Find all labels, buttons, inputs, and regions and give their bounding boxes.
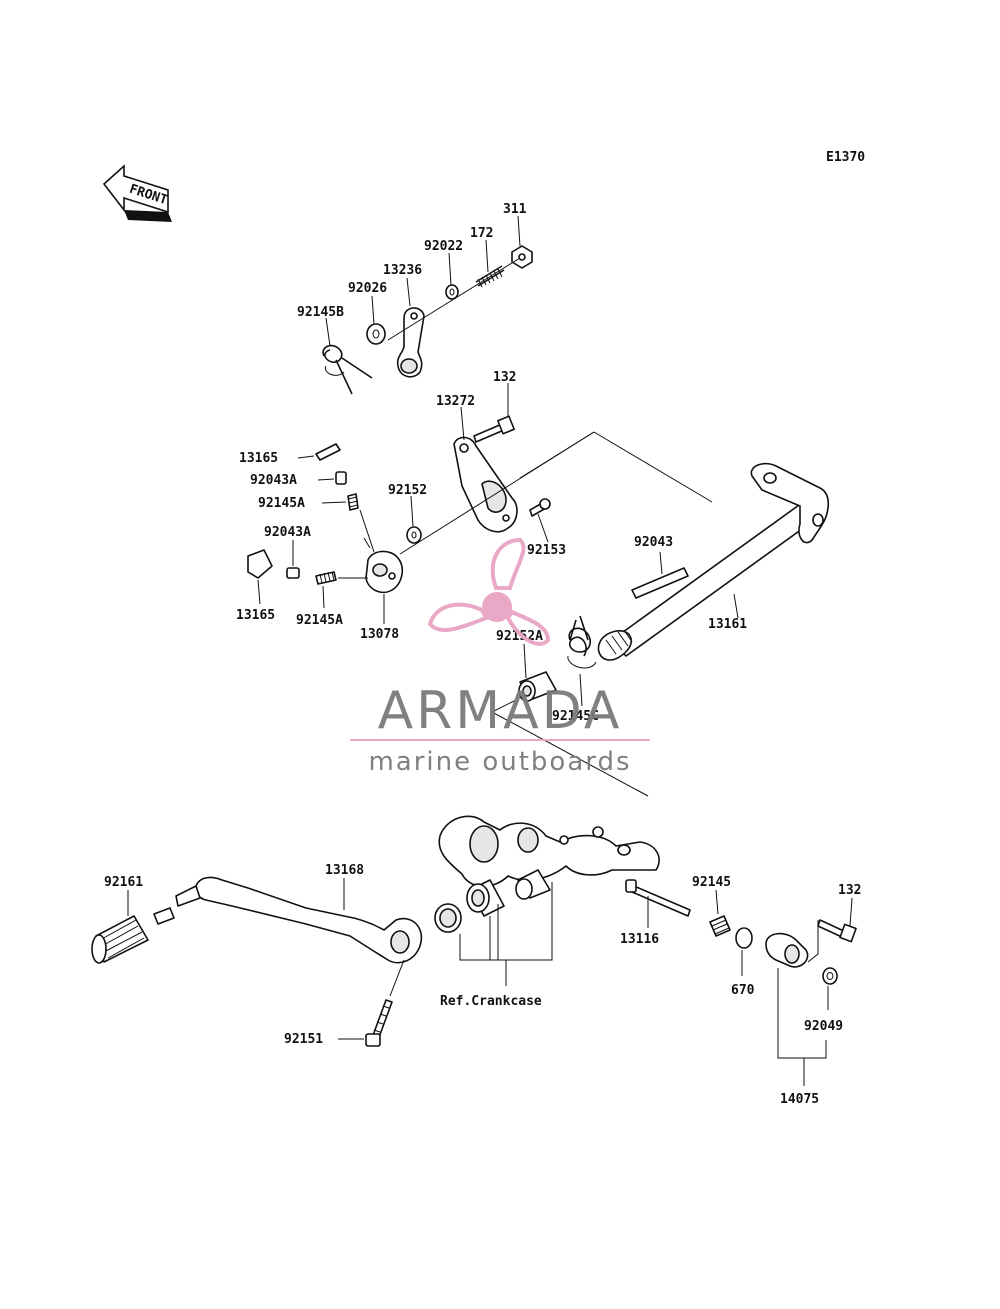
- part-92151-bolt: [338, 959, 405, 1047]
- part-92026-collar: [366, 295, 386, 345]
- part-92145A-bot-spring: [315, 571, 337, 609]
- label-92145C: 92145C: [552, 709, 599, 724]
- label-14075: 14075: [780, 1092, 819, 1107]
- part-13165-bot-pawl: [247, 549, 273, 605]
- axis-line-lower-2: [491, 699, 517, 713]
- part-bearing: [466, 879, 505, 917]
- part-92049-washer: [822, 967, 838, 1010]
- part-13078-ratchet: [338, 509, 404, 624]
- part-92152A-bushing: [518, 643, 557, 702]
- label-13078: 13078: [360, 627, 399, 642]
- axis-line-lower: [491, 711, 649, 797]
- watermark-brand: ARMADA: [378, 681, 623, 741]
- part-13236-arm: [396, 277, 425, 378]
- part-seal: [434, 903, 462, 933]
- label-172: 172: [470, 226, 493, 241]
- label-92145A-top: 92145A: [258, 496, 305, 511]
- part-132-bot-bolt: [807, 897, 857, 963]
- part-92153-bolt: [529, 498, 551, 543]
- label-92049: 92049: [804, 1019, 843, 1034]
- label-92161: 92161: [104, 875, 143, 890]
- label-92152: 92152: [388, 483, 427, 498]
- axis-line-mid-2: [593, 431, 713, 503]
- axis-line-upper: [387, 257, 521, 341]
- label-92151: 92151: [284, 1032, 323, 1047]
- label-13272: 13272: [436, 394, 475, 409]
- label-92145: 92145: [692, 875, 731, 890]
- label-311: 311: [503, 202, 527, 217]
- part-172-stud: [475, 239, 505, 288]
- label-92145B: 92145B: [297, 305, 344, 320]
- crankcase-reference: [438, 815, 660, 900]
- part-14075-guide: [765, 932, 827, 1086]
- part-92043A-mid-pin: [286, 540, 300, 579]
- part-132-top-bolt: [473, 383, 515, 443]
- part-92145-spring: [709, 889, 731, 937]
- armada-watermark: ARMADA marine outboards: [350, 537, 650, 777]
- label-92043A-mid: 92043A: [264, 525, 311, 540]
- label-13116: 13116: [620, 932, 659, 947]
- ref-crankcase-bracket: [459, 882, 553, 986]
- axis-line-mid-3: [519, 431, 595, 479]
- front-arrow-icon: FRONT: [102, 164, 172, 222]
- label-670: 670: [731, 983, 755, 998]
- diagram-code: E1370: [826, 150, 865, 165]
- part-13165-top-pin: [297, 443, 341, 461]
- part-13116-pin: [625, 879, 691, 928]
- part-13272-guide-plate: [453, 406, 518, 533]
- part-92145B-spring: [322, 317, 373, 395]
- label-13236: 13236: [383, 263, 422, 278]
- part-670-circlip: [735, 927, 753, 976]
- label-92145A-bot: 92145A: [296, 613, 343, 628]
- label-92022: 92022: [424, 239, 463, 254]
- part-92022-washer: [445, 252, 459, 300]
- part-311-nut: [511, 215, 533, 269]
- label-92026: 92026: [348, 281, 387, 296]
- label-132-bot: 132: [838, 883, 861, 898]
- part-92152-washer: [406, 495, 422, 544]
- part-92161-rubber: [91, 890, 149, 964]
- label-13161: 13161: [708, 617, 747, 632]
- ref-crankcase-label: Ref.Crankcase: [440, 994, 542, 1009]
- label-13165-top: 13165: [239, 451, 278, 466]
- label-13165-bot: 13165: [236, 608, 275, 623]
- part-92145C-spring: [567, 615, 597, 707]
- part-92043-pin: [631, 551, 689, 599]
- watermark-tagline: marine outboards: [368, 747, 631, 777]
- part-92145A-top-spring: [321, 493, 359, 511]
- label-92153: 92153: [527, 543, 566, 558]
- propeller-logo-icon: [427, 537, 551, 646]
- label-13168: 13168: [325, 863, 364, 878]
- part-13161-shift-shaft: [597, 462, 830, 661]
- label-132-top: 132: [493, 370, 516, 385]
- part-92043A-top-pin: [317, 471, 347, 485]
- part-small-pin: [153, 907, 175, 925]
- label-92043A-top: 92043A: [250, 473, 297, 488]
- label-92043: 92043: [634, 535, 673, 550]
- part-13168-shift-pedal: [175, 876, 423, 964]
